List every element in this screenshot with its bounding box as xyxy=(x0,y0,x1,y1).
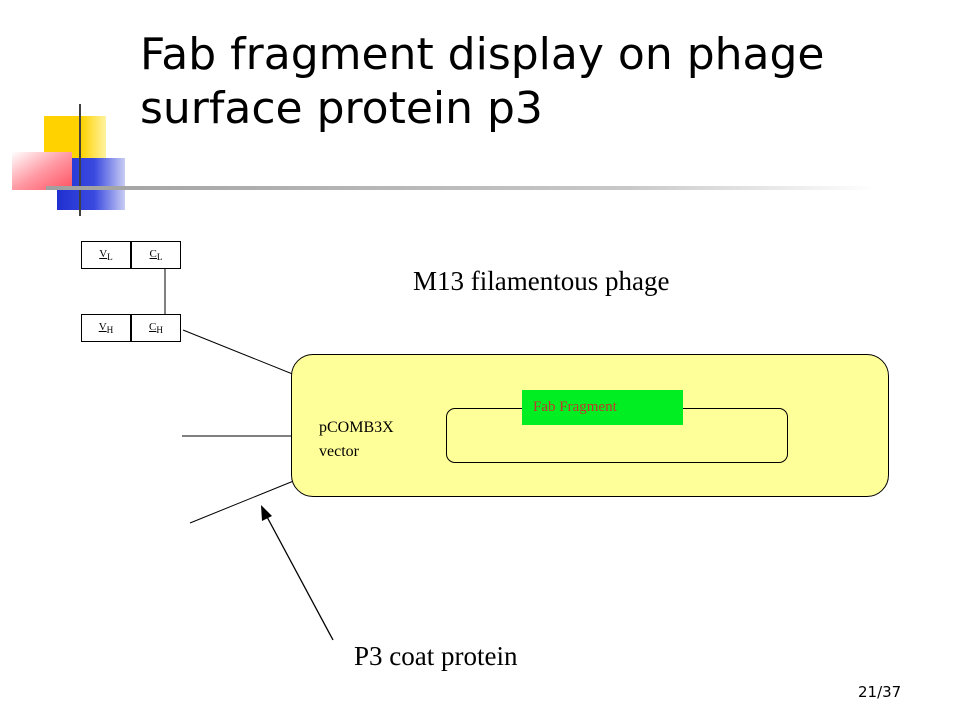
light-chain-constant-box: CL xyxy=(131,241,181,269)
vl-letter: V xyxy=(99,247,108,260)
phage-body xyxy=(291,354,889,497)
vector-label-line-2: vector xyxy=(319,443,359,460)
coat-protein-label: P3 coat protein xyxy=(354,641,518,671)
title-rule xyxy=(46,186,876,190)
slide-title-line-2: surface protein p3 xyxy=(140,83,543,134)
deco-red-square xyxy=(12,152,72,190)
vector-label: pCOMB3X vector xyxy=(319,416,394,464)
vh-letter: V xyxy=(98,320,107,333)
pointer-arrow-head xyxy=(261,505,272,521)
vl-subscript: L xyxy=(107,252,113,263)
lower-p3-line xyxy=(189,479,297,524)
ch-letter: C xyxy=(149,320,157,333)
phage-label: M13 filamentous phage xyxy=(413,266,670,296)
heavy-chain-variable-box: VH xyxy=(81,314,131,342)
page-number: 21/37 xyxy=(858,683,902,701)
cl-subscript: L xyxy=(156,252,163,263)
vector-label-line-1: pCOMB3X xyxy=(319,419,394,436)
ch-subscript: H xyxy=(156,325,163,336)
fab-to-phage-line xyxy=(182,329,301,378)
slide-title: Fab fragment display on phage surface pr… xyxy=(140,28,940,136)
decorative-corner-graphic xyxy=(12,104,876,216)
pointer-arrow-shaft xyxy=(265,514,334,641)
fab-fragment-label: Fab Fragment xyxy=(522,390,683,425)
slide-title-line-1: Fab fragment display on phage xyxy=(140,29,825,80)
vh-subscript: H xyxy=(106,325,114,336)
heavy-chain-constant-box: CH xyxy=(131,314,181,342)
light-chain-variable-box: VL xyxy=(81,241,131,269)
cl-letter: C xyxy=(149,247,157,260)
